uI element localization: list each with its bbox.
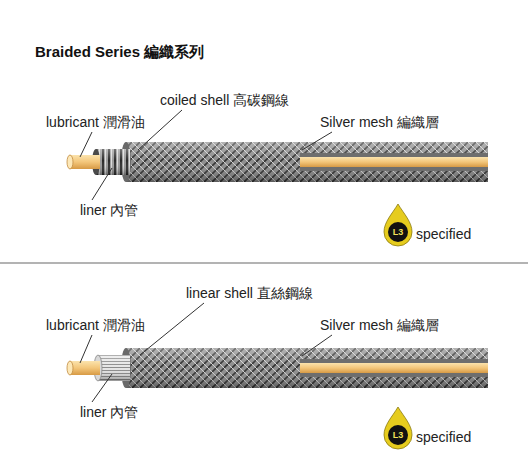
badge-drop [384,407,412,449]
leader-line [302,335,332,356]
linear-shell [98,355,130,381]
cutaway [300,153,488,171]
mesh-shading [126,348,488,388]
part-label: coiled shell 高碳鋼線 [160,92,289,108]
diagram-title: Braided Series 編織系列 [35,44,204,60]
l3-badge [384,204,412,246]
liner-end [67,361,73,375]
badge-circle [388,425,408,445]
cutaway [300,359,488,377]
liner [70,361,100,375]
liner-end [67,155,73,169]
badge-circle [388,222,408,242]
leader-line [140,303,204,355]
l3-badge [384,407,412,449]
leader-line [80,132,92,157]
liner-stripe [300,363,488,373]
badge-caption: specified [416,429,471,445]
liner-stripe [300,157,488,167]
part-label: liner 內管 [80,404,138,420]
liner [70,155,100,169]
leader-lines [80,110,332,402]
leader-line [92,374,112,402]
shell-shading [98,355,130,381]
badge-text: L3 [393,430,404,440]
shell-shading [96,149,130,175]
badge-text: L3 [393,227,404,237]
cable-linear [67,348,488,388]
silver-mesh [126,348,488,388]
part-label: liner 內管 [80,202,138,218]
leader-line [80,335,92,363]
cable-coiled [67,142,488,182]
part-label: Silver mesh 編織層 [320,114,439,130]
silver-mesh [126,142,488,182]
coiled-shell [96,149,130,175]
mesh-shading [126,142,488,182]
badge-drop [384,204,412,246]
part-label: linear shell 直絲鋼線 [186,285,313,301]
part-label: lubricant 潤滑油 [46,114,145,130]
part-label: Silver mesh 編織層 [320,317,439,333]
leader-line [92,168,112,200]
badge-caption: specified [416,226,471,242]
leader-line [302,132,332,150]
separator [0,262,528,264]
part-label: lubricant 潤滑油 [46,317,145,333]
